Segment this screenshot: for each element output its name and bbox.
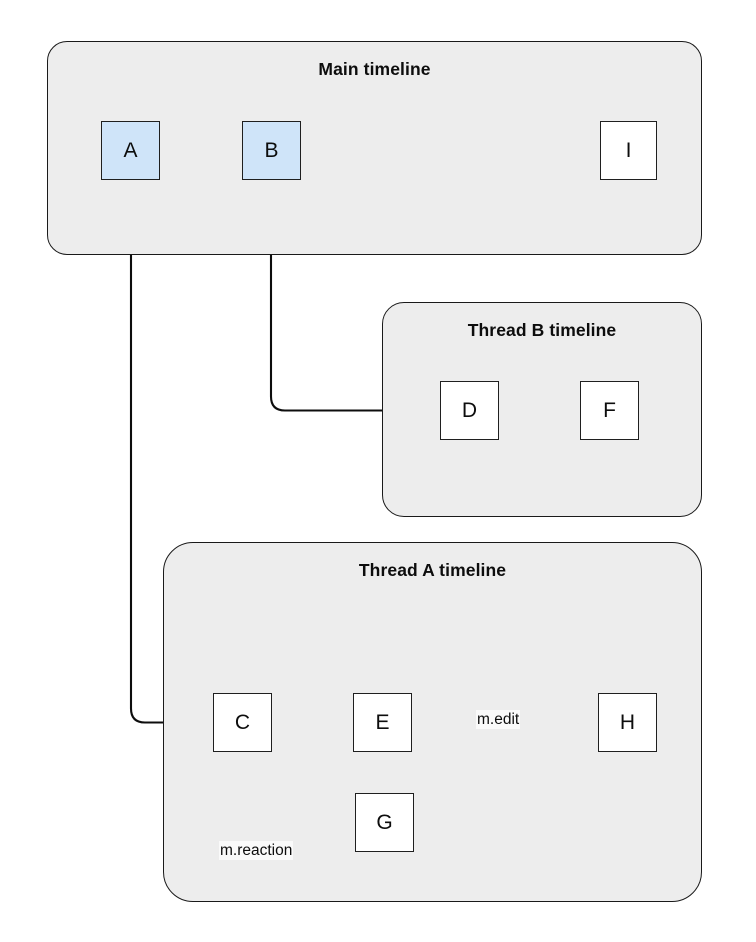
- group-title-main-timeline: Main timeline: [318, 59, 431, 79]
- edge-label-m-reaction: m.reaction: [219, 841, 294, 861]
- group-title-thread-b-timeline: Thread B timeline: [467, 320, 617, 340]
- group-title-thread-a-timeline: Thread A timeline: [358, 560, 507, 580]
- edge-label-m-edit: m.edit: [476, 710, 521, 730]
- node-a[interactable]: A: [101, 121, 160, 180]
- node-h[interactable]: H: [598, 693, 657, 752]
- node-d[interactable]: D: [440, 381, 499, 440]
- node-g[interactable]: G: [355, 793, 414, 852]
- group-thread-b-timeline: Thread B timeline: [382, 302, 702, 517]
- node-e[interactable]: E: [353, 693, 412, 752]
- node-i[interactable]: I: [600, 121, 657, 180]
- node-f[interactable]: F: [580, 381, 639, 440]
- group-main-timeline: Main timeline: [47, 41, 702, 255]
- node-c[interactable]: C: [213, 693, 272, 752]
- node-b[interactable]: B: [242, 121, 301, 180]
